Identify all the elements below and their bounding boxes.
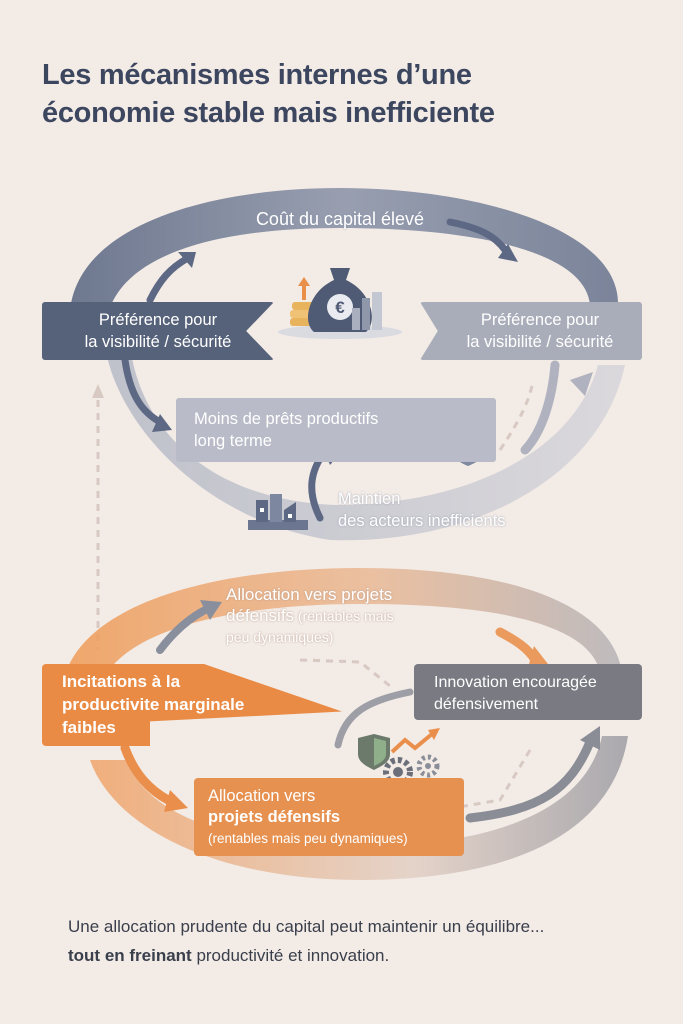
allocation-top-label: Allocation vers projets défensifs (renta… xyxy=(226,584,486,648)
title-line-1: Les mécanismes internes d’une xyxy=(42,59,472,91)
preference-box-right: Préférence pour la visibilité / sécurité xyxy=(420,302,642,360)
euro-symbol: € xyxy=(335,298,345,317)
alloc-bottom-line-2: projets défensifs xyxy=(208,808,341,826)
trend-up-icon xyxy=(298,277,310,300)
alloc-top-line-3: peu dynamiques) xyxy=(226,629,334,645)
innovation-line-1: Innovation encouragée xyxy=(434,674,597,691)
innovation-line-2: défensivement xyxy=(434,696,539,713)
preference-right-line-2: la visibilité / sécurité xyxy=(466,333,614,351)
factory-icon xyxy=(248,494,308,530)
shield-icon xyxy=(358,734,390,770)
conclusion-line-2-rest: productivité et innovation. xyxy=(191,946,390,965)
allocation-bottom-box: Allocation vers projets défensifs (renta… xyxy=(194,778,464,856)
maintain-line-1: Maintien xyxy=(338,490,401,508)
innovation-box: Innovation encouragée défensivement xyxy=(414,664,642,720)
trend-arrow-icon xyxy=(390,728,440,754)
conclusion-line-1: Une allocation prudente du capital peut … xyxy=(68,917,545,936)
top-cycle-ribbon xyxy=(69,188,625,541)
alloc-bottom-line-1: Allocation vers xyxy=(208,787,316,805)
bar-chart-icon xyxy=(352,292,382,330)
loans-line-1: Moins de prêts productifs xyxy=(194,410,379,428)
maintain-inefficient-label: Maintien des acteurs inefficients xyxy=(338,488,578,532)
money-illustration: € xyxy=(278,268,402,339)
preference-left-line-2: la visibilité / sécurité xyxy=(84,333,232,351)
alloc-top-line-2-rest: (rentables mais xyxy=(294,608,394,624)
incentives-line-3: faibles xyxy=(62,718,116,737)
preference-box-left: Préférence pour la visibilité / sécurité xyxy=(42,302,274,360)
fewer-loans-box: Moins de prêts productifs long terme xyxy=(176,398,496,462)
conclusion-line-2-bold: tout en freinant xyxy=(68,946,192,965)
alloc-top-line-1: Allocation vers projets xyxy=(226,585,393,604)
cost-of-capital-label: Coût du capital élevé xyxy=(255,209,425,229)
bottom-cycle-arrows xyxy=(120,600,600,823)
alloc-top-line-2-bold: défensifs xyxy=(226,606,295,625)
incentives-line-2: productivite marginale xyxy=(62,695,245,714)
preference-left-line-1: Préférence pour xyxy=(98,311,218,329)
loans-line-2: long terme xyxy=(194,432,272,450)
alloc-top-line-2: défensifs (rentables mais xyxy=(226,605,486,627)
title-line-2: économie stable mais inefficiente xyxy=(42,97,495,129)
dashed-arrow-head xyxy=(92,384,104,398)
preference-right-line-1: Préférence pour xyxy=(480,311,600,329)
page-title: Les mécanismes internes d’une économie s… xyxy=(42,56,642,132)
maintain-line-2: des acteurs inefficients xyxy=(338,512,506,530)
alloc-bottom-line-3: (rentables mais peu dynamiques) xyxy=(208,831,408,846)
gears-icon xyxy=(383,754,440,787)
conclusion-text: Une allocation prudente du capital peut … xyxy=(68,912,668,970)
incentives-line-1: Incitations à la xyxy=(62,672,181,691)
